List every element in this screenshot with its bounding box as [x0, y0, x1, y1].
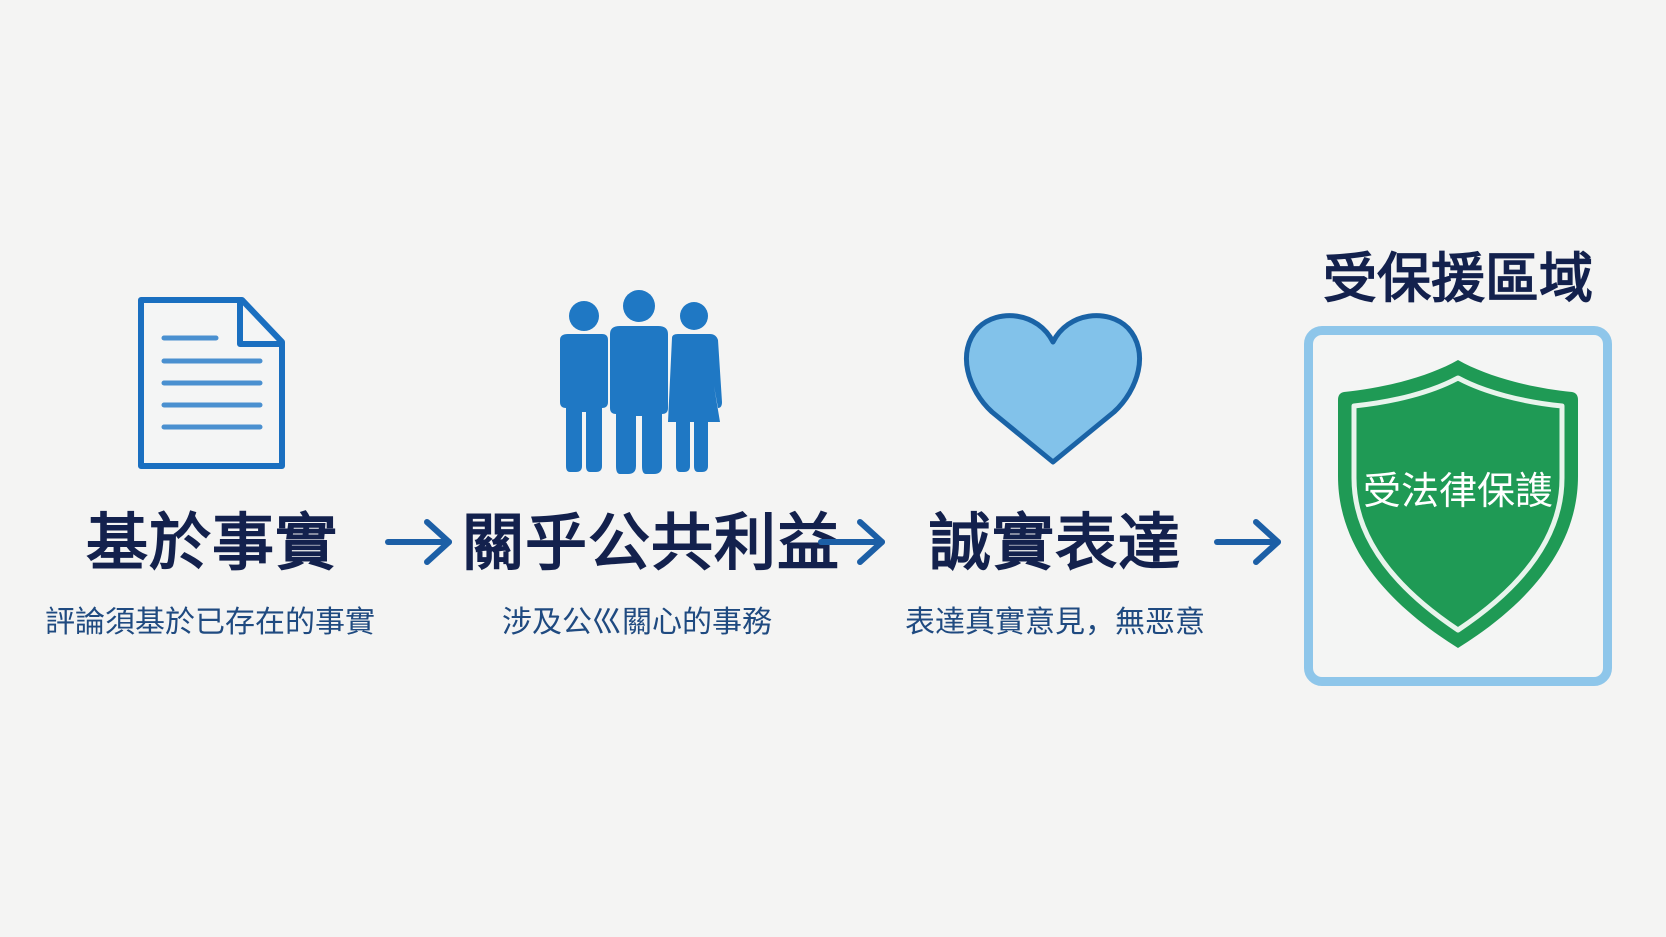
step-subtitle: 涉及公巛關心的事務 — [502, 605, 772, 640]
people-group-icon — [560, 290, 722, 474]
heart-icon — [963, 313, 1143, 465]
step-subtitle: 表達真實意見，無恶意 — [905, 605, 1205, 640]
shield-icon — [1338, 360, 1578, 648]
document-icon — [138, 297, 285, 469]
zone-heading: 受保援區域 — [1323, 247, 1593, 310]
shield-label: 受法律保謢 — [1362, 469, 1553, 513]
step-subtitle: 評論須基於已存在的事實 — [45, 605, 375, 640]
right-arrow-icon — [385, 519, 452, 565]
right-arrow-icon — [1214, 519, 1281, 565]
step-title: 關乎公共利益 — [462, 506, 841, 579]
step-title: 誠實表達 — [928, 506, 1181, 579]
step-title: 基於事實 — [85, 506, 338, 579]
right-arrow-icon — [818, 519, 885, 565]
